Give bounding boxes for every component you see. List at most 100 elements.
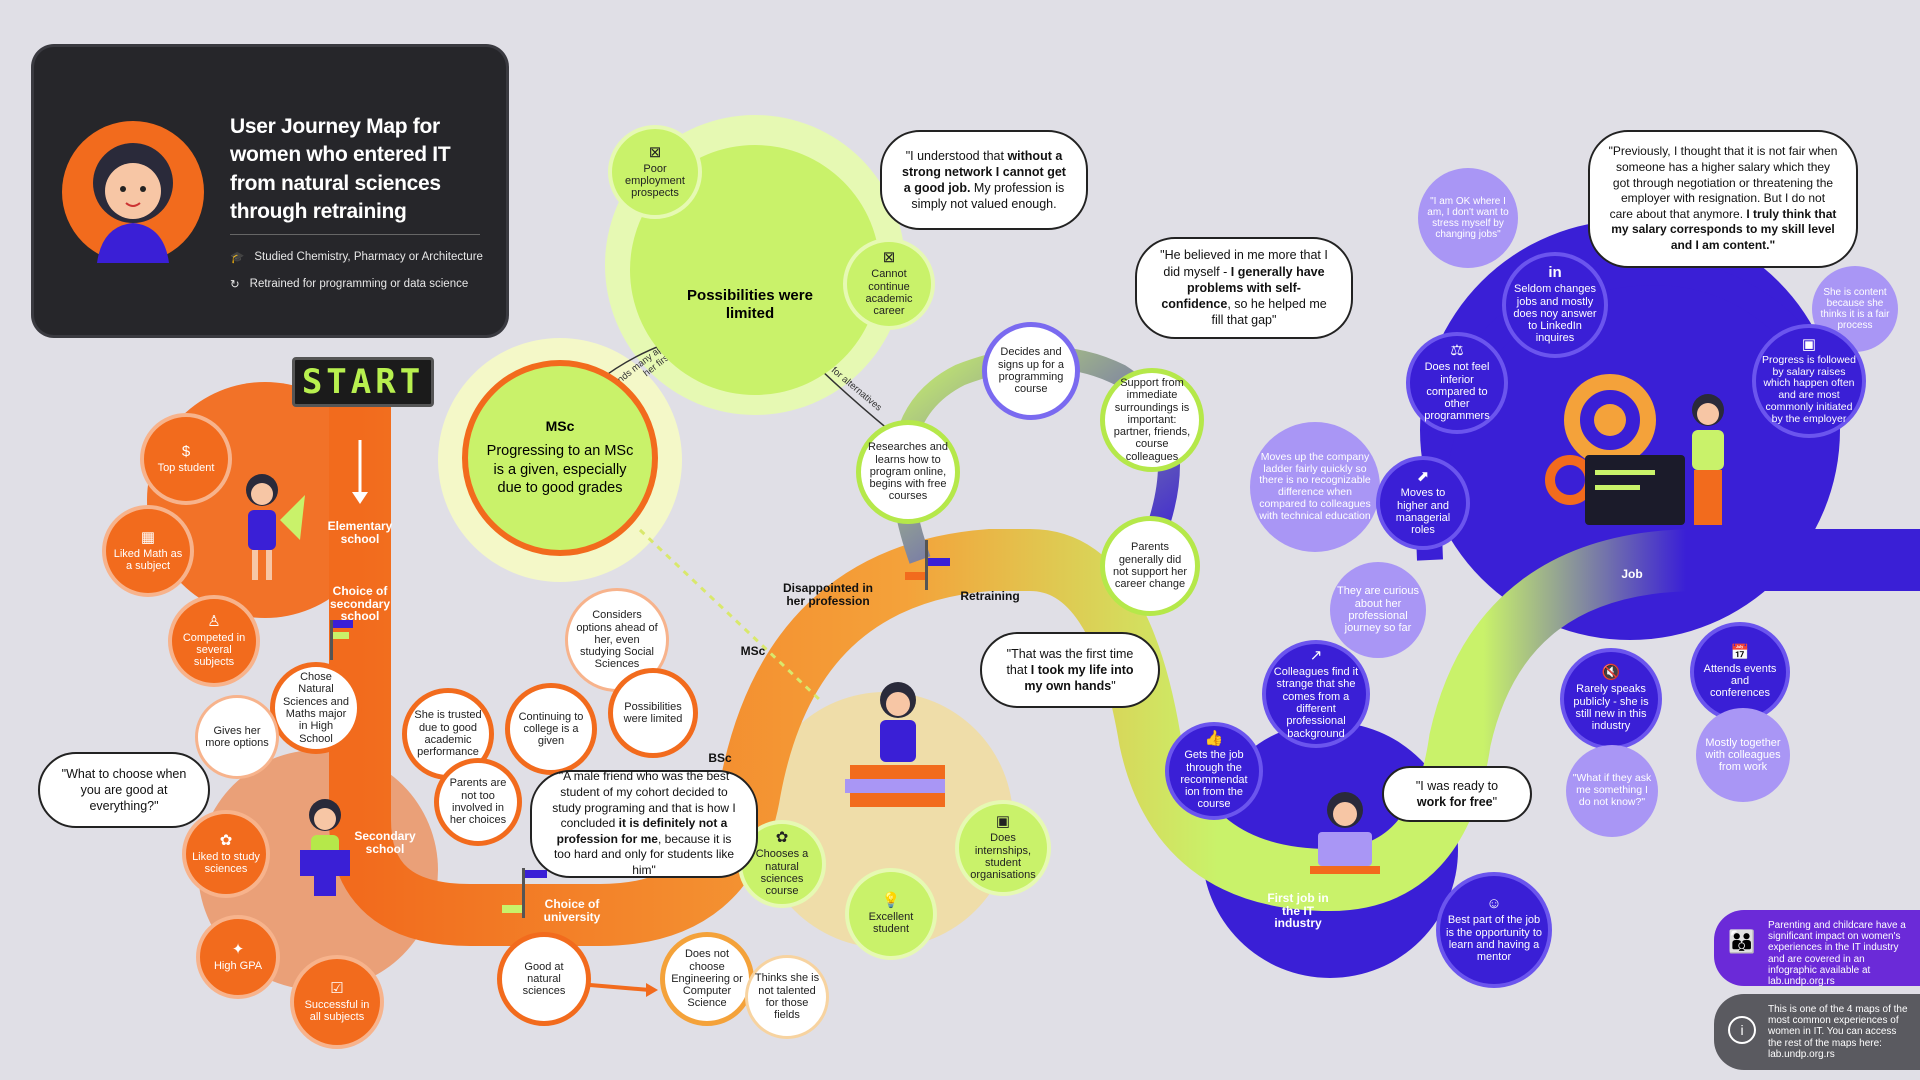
node-mostly-text: Mostly together with colleagues from wor… [1705, 736, 1781, 774]
node-progress: ▣Progress is followed by salary raises w… [1752, 324, 1866, 438]
flag-secondary [330, 620, 353, 660]
node-excellent: 💡Excellent student [845, 868, 937, 960]
arrow-up-box-icon: ⬈ [1416, 468, 1430, 486]
node-parents-not: Parents are not too involved in her choi… [434, 758, 522, 846]
node-competed-text: Competed in several subjects [182, 631, 246, 669]
quote-believed-part2: , so he helped me fill that gap" [1211, 297, 1327, 328]
node-gives-options-text: Gives her more options [205, 724, 269, 749]
quote-work-free-part1: "I was ready to [1415, 778, 1499, 793]
info-parenting[interactable]: 👪 Parenting and childcare have a signifi… [1714, 910, 1920, 987]
node-best-part: ☺Best part of the job is the opportunity… [1436, 872, 1552, 988]
quote-salary: "Previously, I thought that it is not fa… [1588, 130, 1858, 268]
arrow-upright-icon: ↗ [1309, 647, 1323, 665]
quote-what-to-choose: "What to choose when you are good at eve… [38, 752, 210, 828]
node-not-inferior-text: Does not feel inferior compared to other… [1424, 361, 1490, 423]
flag-retraining [905, 540, 950, 590]
node-cannot-continue: ⊠Cannot continue academic career [843, 238, 935, 330]
quote-male-friend: "A male friend who was the best student … [530, 769, 758, 878]
node-decides: Decides and signs up for a programming c… [982, 322, 1080, 420]
checkbox-icon: ☑ [330, 979, 344, 997]
mute-microphone-icon: 🔇 [1601, 664, 1621, 682]
node-what-if-text: "What if they ask me something I do not … [1572, 772, 1652, 808]
node-continuing: Continuing to college is a given [505, 683, 597, 775]
lightbulb-icon: 💡 [881, 891, 901, 909]
label-job: Job [1621, 567, 1643, 581]
node-researches-text: Researches and learns how to program onl… [867, 441, 949, 503]
node-chooses-natural-text: Chooses a natural sciences course [755, 848, 809, 898]
avatar-illustration [93, 143, 173, 263]
node-successful-text: Successful in all subjects [304, 998, 370, 1023]
label-elementary: Elementary school [327, 519, 393, 546]
node-ok-where: "I am OK where I am, I don't want to str… [1418, 168, 1518, 268]
info-icon: i [1728, 1016, 1756, 1044]
node-top-student-text: Top student [157, 461, 215, 474]
node-curious-text: They are curious about her professional … [1337, 585, 1419, 635]
start-sign: START [292, 357, 434, 407]
journey-path [329, 380, 1920, 946]
node-top-student: $Top student [140, 413, 232, 505]
node-gets-job: 👍Gets the job through the recommendat io… [1165, 722, 1263, 820]
node-good-natural: Good at natural sciences [497, 932, 591, 1026]
msc-title: MSc [545, 417, 575, 434]
node-moves-up-text: Moves up the company ladder fairly quick… [1259, 450, 1371, 522]
node-successful: ☑Successful in all subjects [290, 955, 384, 1049]
msc-circle: MSc Progressing to an MSc is a given, es… [462, 360, 658, 556]
girl-books [845, 682, 945, 807]
node-chooses-natural: ✿Chooses a natural sciences course [738, 820, 826, 908]
node-competed: ♙Competed in several subjects [168, 595, 260, 687]
node-support: Support from immediate surroundings is i… [1100, 368, 1204, 472]
node-poss-limited-small-text: Possibilities were limited [623, 700, 683, 725]
node-poss-limited-small: Possibilities were limited [608, 668, 698, 758]
label-retraining: Retraining [960, 589, 1020, 603]
node-cannot-continue-text: Cannot continue academic career [865, 268, 913, 318]
node-considers-text: Considers options ahead of her, even stu… [576, 609, 658, 671]
possibilities-title: Possibilities were limited [687, 287, 813, 322]
thumbs-up-icon: 👍 [1204, 730, 1224, 748]
orange-arrowhead [646, 983, 658, 997]
graduation-cap-icon: 🎓 [230, 252, 245, 264]
node-parents-generally-text: Parents generally did not support her ca… [1113, 541, 1187, 591]
document-x-icon: ⊠ [882, 249, 896, 267]
retrained-text: Retrained for programming or data scienc… [249, 278, 469, 290]
node-parents-not-text: Parents are not too involved in her choi… [449, 777, 507, 827]
id-card-icon: ▣ [1801, 335, 1817, 353]
node-gets-job-text: Gets the job through the recommendat ion… [1180, 749, 1248, 811]
node-moves-up: Moves up the company ladder fairly quick… [1250, 422, 1380, 552]
medal-icon: $ [181, 442, 191, 460]
lotus-icon: ✿ [219, 831, 233, 849]
node-parents-generally: Parents generally did not support her ca… [1100, 516, 1200, 616]
node-curious: They are curious about her professional … [1330, 562, 1426, 658]
trophy-icon: ♙ [207, 612, 221, 630]
quote-network: "I understood that without a strong netw… [880, 130, 1088, 230]
quote-believed: "He believed in me more that I did mysel… [1135, 237, 1353, 339]
briefcase-x-icon: ⊠ [648, 143, 662, 161]
quote-believed-part1: "He believed in me more that I did mysel… [1160, 248, 1328, 279]
calculator-icon: ▦ [140, 528, 156, 546]
node-not-inferior: ⚖Does not feel inferior compared to othe… [1406, 332, 1508, 434]
woman-job [1545, 374, 1724, 525]
guy-laptop [1310, 792, 1380, 874]
node-excellent-text: Excellent student [868, 910, 914, 935]
info-maps[interactable]: i This is one of the 4 maps of the most … [1714, 994, 1920, 1070]
girl-elementary [246, 474, 305, 580]
node-poor-employment-text: Poor employment prospects [625, 162, 685, 200]
node-rarely: 🔇Rarely speaks publicly - she is still n… [1560, 648, 1662, 750]
calendar-icon: 📅 [1730, 643, 1750, 661]
quote-male-friend-part2: , because it is too hard and only for st… [553, 831, 735, 877]
id-card-icon: ▣ [995, 813, 1011, 831]
quote-believed-emph: I generally have problems with self-conf… [1161, 264, 1325, 312]
quote-work-free-part2: " [1492, 795, 1498, 809]
family-icon: 👪 [1728, 929, 1756, 954]
node-continuing-text: Continuing to college is a given [518, 710, 584, 748]
info-maps-text: This is one of the 4 maps of the most co… [1768, 1004, 1908, 1060]
node-moves-higher-text: Moves to higher and managerial roles [1395, 487, 1451, 537]
node-colleagues-strange: ↗Colleagues find it strange that she com… [1262, 640, 1370, 748]
node-gives-options: Gives her more options [195, 695, 279, 779]
label-choice-university: Choice of university [543, 897, 601, 924]
node-progress-text: Progress is followed by salary raises wh… [1762, 353, 1856, 425]
label-msc-path: MSc [740, 644, 766, 658]
quote-network-part2: My profession is simply not valued enoug… [911, 181, 1065, 212]
quote-network-emph: without a strong network I cannot get a … [902, 148, 1066, 196]
header-row-studied: 🎓Studied Chemistry, Pharmacy or Architec… [230, 250, 483, 264]
info-parenting-text: Parenting and childcare have a significa… [1768, 920, 1906, 987]
